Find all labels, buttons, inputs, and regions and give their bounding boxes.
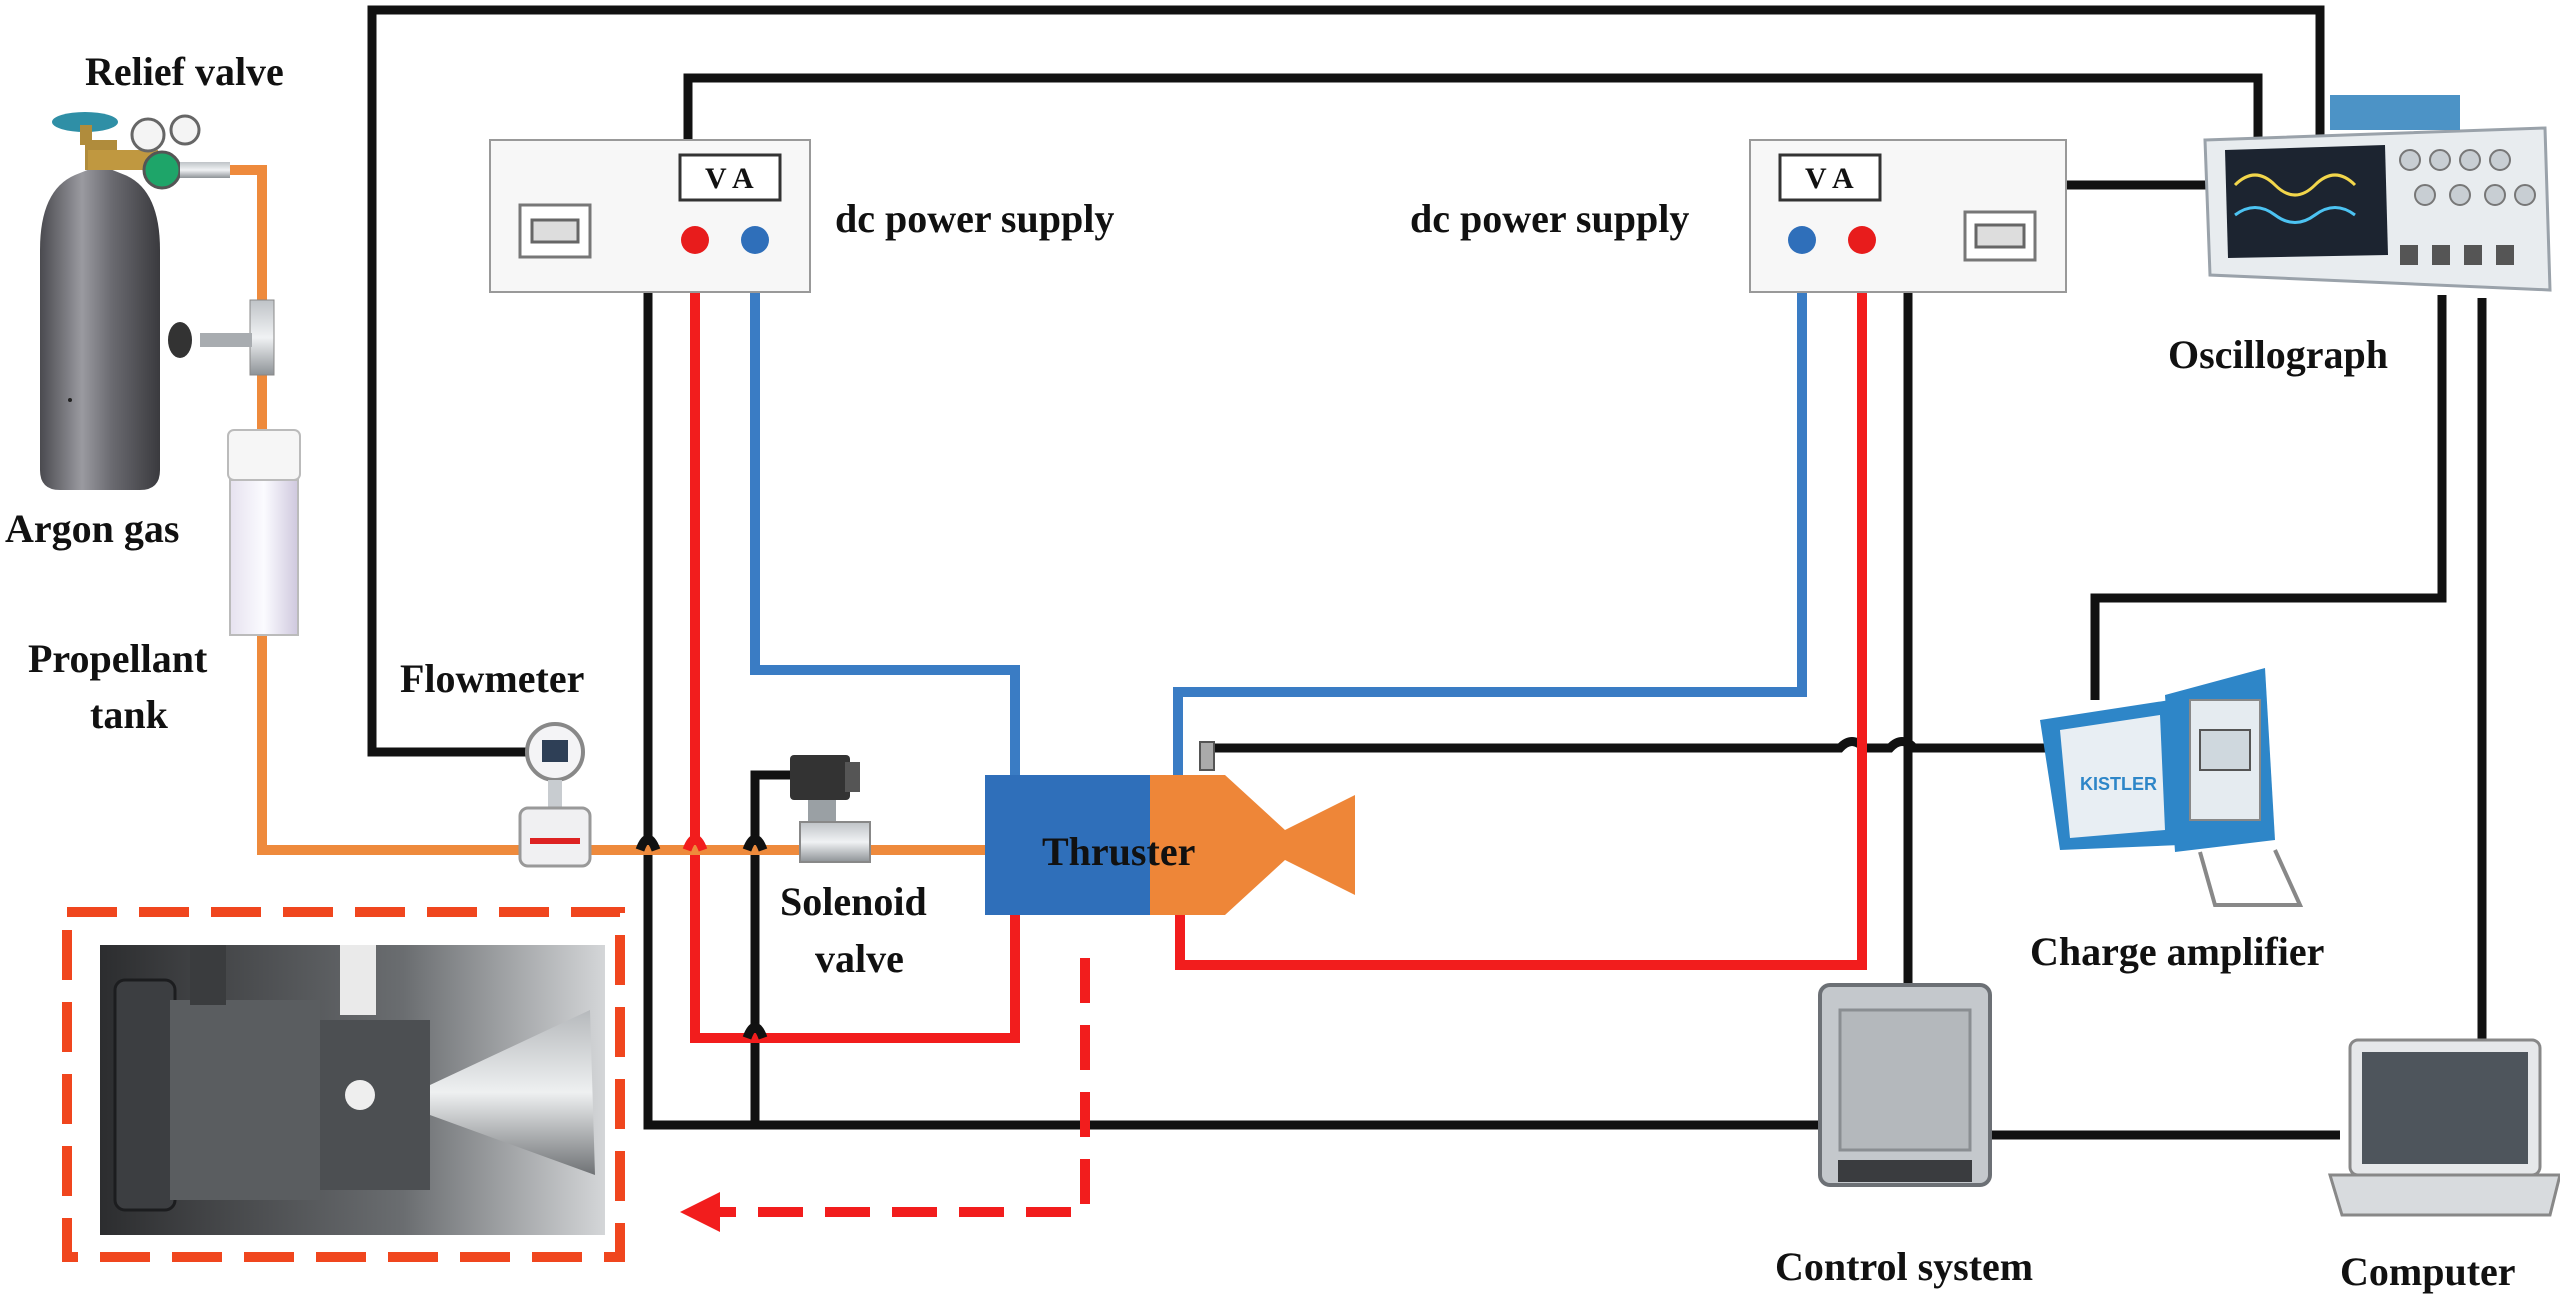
wire-thruster-sensor-to-amplifier — [1213, 737, 2050, 753]
label-dc-power-supply-right: dc power supply — [1410, 196, 1689, 241]
label-solenoid-valve-1: Solenoid — [780, 879, 927, 924]
nozzle-photo-cone — [430, 1010, 595, 1175]
arrow-head-icon — [680, 1192, 720, 1232]
label-argon-gas: Argon gas — [5, 506, 179, 551]
thrust-sensor-icon — [1199, 741, 1215, 771]
laptop-screen — [2362, 1052, 2528, 1164]
needle-valve-knob-icon — [168, 322, 192, 358]
relief-valve — [52, 112, 230, 190]
flowmeter — [518, 722, 592, 868]
wire-left-supply-negative — [750, 240, 1020, 775]
meter-display — [1778, 153, 1882, 202]
signal-wires — [367, 5, 2487, 1140]
wire-left-supply-to-oscillograph — [683, 73, 2263, 140]
wire-right-supply-negative — [1173, 240, 1807, 775]
cylinder-body — [40, 165, 160, 490]
label-oscillograph: Oscillograph — [2168, 332, 2388, 377]
label-propellant-tank-2: tank — [90, 692, 169, 737]
label-dc-power-supply-left: dc power supply — [835, 196, 1114, 241]
amplifier-brand-label: KISTLER — [2080, 774, 2157, 794]
wire-flowmeter-to-oscillograph — [367, 5, 2325, 757]
wire-crossings — [635, 834, 768, 1040]
thruster — [985, 741, 1355, 915]
charge-amplifier: KISTLER — [2040, 668, 2304, 907]
photo-dashed-frame — [62, 907, 625, 1262]
label-computer: Computer — [2340, 1249, 2516, 1294]
label-relief-valve: Relief valve — [85, 49, 284, 94]
pressure-gauge-icon — [130, 117, 166, 153]
photo-pointer-arrow — [680, 958, 1090, 1232]
meter-display — [678, 153, 782, 202]
oscillograph-screen — [2225, 145, 2388, 258]
needle-valve — [168, 299, 275, 376]
valve-handwheel-icon — [52, 112, 118, 132]
pressure-gauge-icon — [169, 114, 201, 146]
negative-terminal-icon — [741, 226, 769, 254]
thruster-anode — [1150, 775, 1225, 915]
label-thruster: Thruster — [1042, 829, 1195, 874]
thruster-nozzle — [1225, 775, 1355, 915]
wire-solenoid-drive — [750, 770, 790, 1125]
positive-terminal-icon — [1848, 226, 1876, 254]
label-solenoid-valve-2: valve — [815, 936, 904, 981]
label-charge-amplifier: Charge amplifier — [2030, 929, 2324, 974]
dc-power-supply-left — [489, 139, 811, 293]
wire-ground-bus — [643, 292, 1820, 1130]
label-control-system: Control system — [1775, 1244, 2033, 1289]
thruster-chamber — [985, 775, 1150, 915]
label-propellant-tank-1: Propellant — [28, 636, 208, 681]
oscillograph — [2203, 95, 2552, 292]
positive-terminal-icon — [681, 226, 709, 254]
wire-oscillograph-to-charge-amplifier — [2090, 295, 2447, 700]
thruster-photo-inset — [100, 945, 605, 1235]
label-meter-right: V A — [1805, 162, 1854, 195]
solenoid-valve — [790, 755, 871, 863]
label-meter-left: V A — [705, 162, 754, 195]
gas-line-tank-to-thruster — [257, 635, 985, 855]
oscillograph-knobs — [2399, 149, 2536, 206]
flowmeter-display-icon — [542, 740, 568, 762]
control-system — [1818, 983, 1992, 1187]
negative-terminal-icon — [1788, 226, 1816, 254]
labels: Relief valve Argon gas Propellant tank F… — [5, 49, 2516, 1294]
power-switch-icon — [530, 218, 580, 244]
negative-wires — [750, 240, 1807, 775]
propellant-tank — [227, 429, 301, 636]
dc-power-supply-right — [1749, 139, 2067, 293]
argon-gas-cylinder — [40, 140, 160, 490]
power-switch-icon — [1974, 223, 2026, 249]
computer — [2327, 1038, 2560, 1217]
wire-left-supply-positive — [690, 240, 1020, 1043]
wire-right-supply-positive — [1175, 240, 1867, 970]
positive-wires — [690, 240, 1867, 1043]
amplifier-screen — [2199, 729, 2251, 771]
label-flowmeter: Flowmeter — [400, 656, 584, 701]
